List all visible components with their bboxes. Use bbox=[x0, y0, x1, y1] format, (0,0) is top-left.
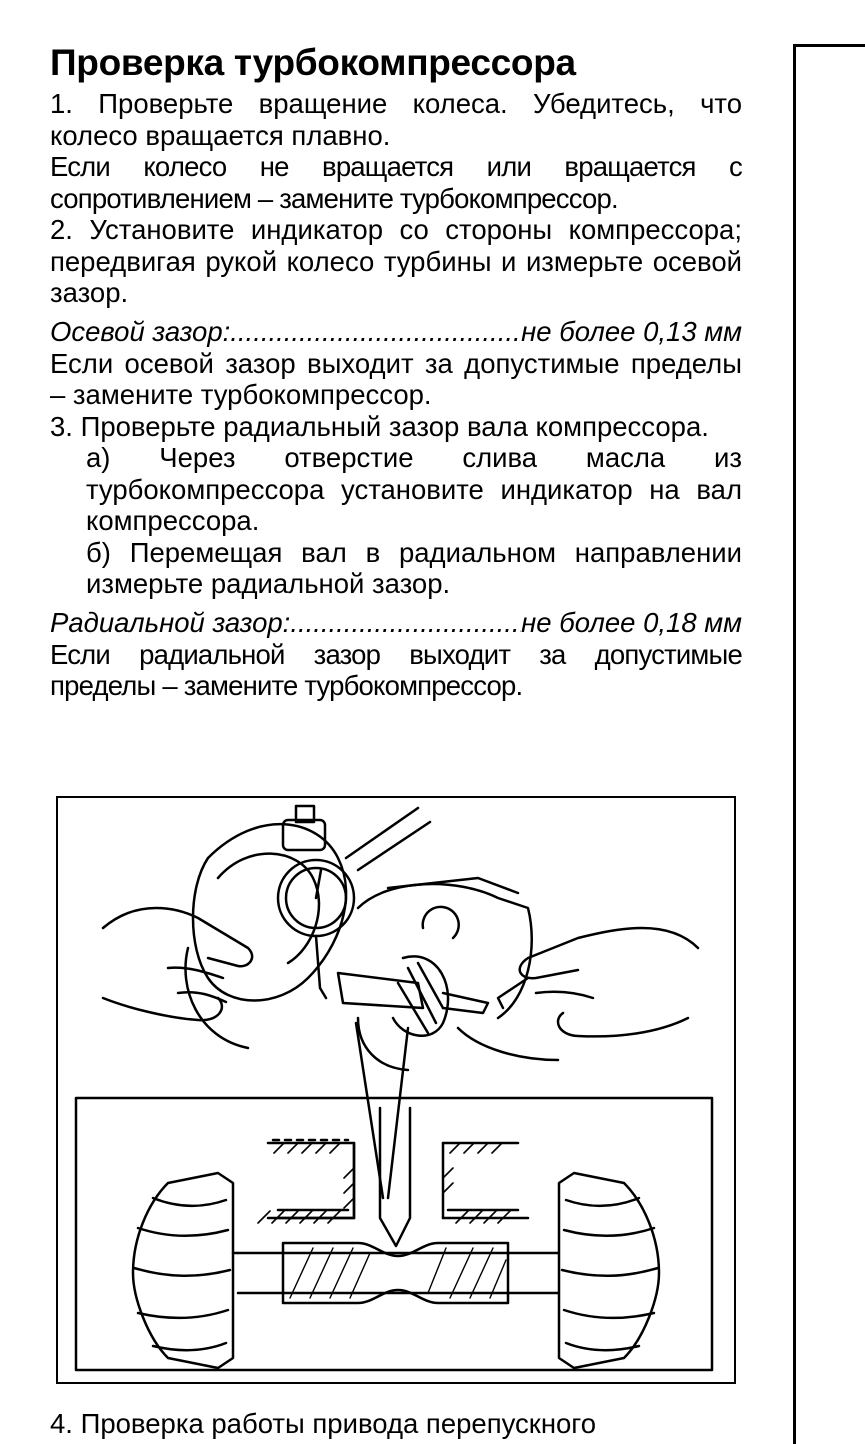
step3-sub-a: а) Через отверстие слива масла из турбок… bbox=[86, 442, 742, 536]
step1-note: Если колесо не вращается или вращается с… bbox=[50, 151, 743, 214]
turbocharger-figure bbox=[56, 796, 736, 1384]
axial-clearance-value: не более 0,13 мм bbox=[521, 315, 742, 347]
page-title: Проверка турбокомпрессора bbox=[50, 42, 576, 83]
axial-clearance-spec: Осевой зазор: не более 0,13 мм bbox=[50, 315, 742, 348]
axial-clearance-label: Осевой зазор: bbox=[50, 315, 231, 347]
step1-text: 1. Проверьте вращение колеса. Убедитесь,… bbox=[50, 88, 742, 151]
step2-note: Если осевой зазор выходит за допустимые … bbox=[50, 347, 742, 411]
step3-note: Если радиальной зазор выходит за допусти… bbox=[50, 638, 743, 702]
radial-clearance-label: Радиальной зазор: bbox=[50, 606, 291, 638]
step3-text: 3. Проверьте радиальный зазор вала компр… bbox=[50, 410, 709, 442]
radial-clearance-value: не более 0,18 мм bbox=[521, 606, 742, 638]
turbocharger-radial-clearance-illustration-icon bbox=[74, 804, 714, 1372]
next-step-partial: 4. Проверка работы привода перепускного bbox=[50, 1408, 597, 1439]
main-text-column: Проверка турбокомпрессора 1. Проверьте в… bbox=[50, 40, 743, 702]
leader-dots bbox=[230, 315, 521, 348]
leader-dots bbox=[290, 606, 521, 639]
step3-sub-b: б) Перемещая вал в радиальном направлени… bbox=[86, 536, 742, 600]
radial-clearance-spec: Радиальной зазор: не более 0,18 мм bbox=[50, 606, 742, 639]
side-column-frame bbox=[793, 44, 865, 1444]
step2-text: 2. Установите индикатор со стороны компр… bbox=[50, 214, 742, 308]
